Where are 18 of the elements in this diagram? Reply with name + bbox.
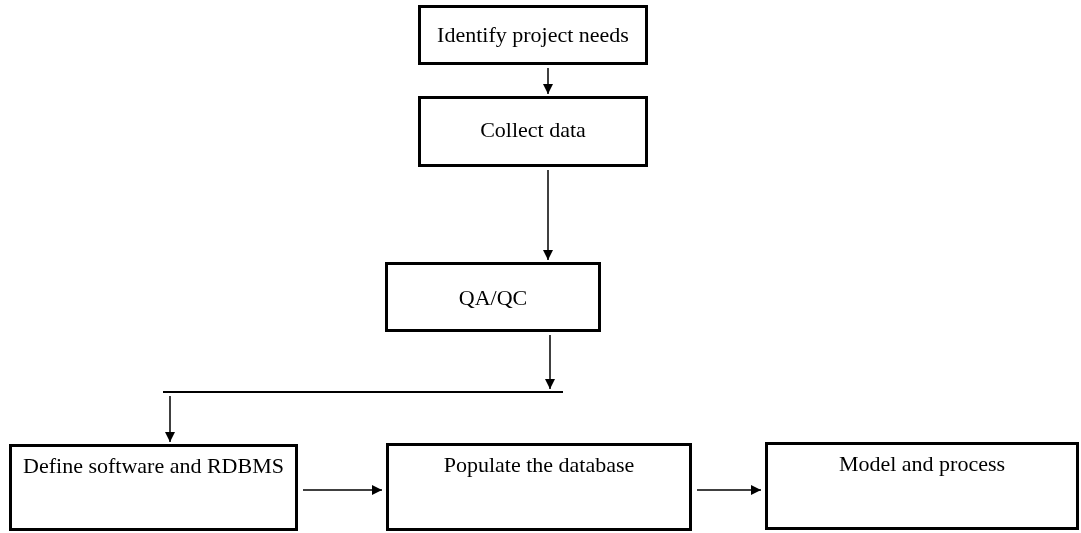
process-box — [765, 442, 1079, 530]
arrow — [542, 169, 554, 261]
process-box — [385, 262, 601, 332]
box-label: Populate the database — [442, 452, 636, 478]
box-label: Define software and RDBMS — [22, 453, 285, 479]
box-label: QA/QC — [457, 285, 529, 311]
arrow — [542, 67, 554, 95]
process-box — [418, 96, 648, 167]
process-box — [9, 444, 298, 531]
arrow — [302, 484, 383, 496]
arrow — [544, 334, 556, 390]
box-label: Collect data — [479, 117, 587, 143]
process-box — [418, 5, 648, 65]
process-box — [386, 443, 692, 531]
arrow — [696, 484, 762, 496]
box-label: Identify project needs — [436, 22, 630, 48]
box-label: Model and process — [837, 451, 1007, 477]
arrow — [164, 395, 176, 443]
